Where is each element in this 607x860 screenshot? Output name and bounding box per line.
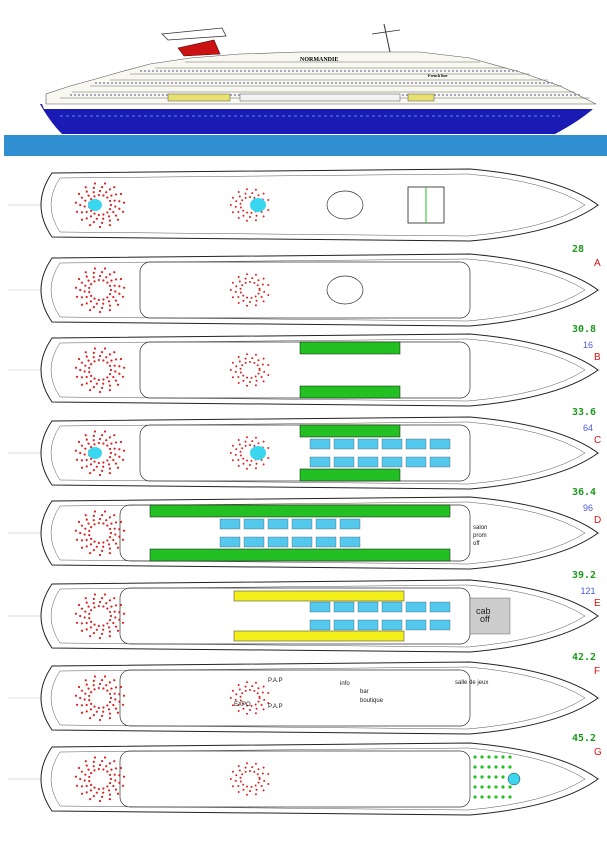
cabin-row-port xyxy=(299,341,401,355)
deck-superstructure xyxy=(119,669,471,727)
room-label: salon xyxy=(473,525,487,531)
deck-outline xyxy=(40,416,599,490)
deck-inner-outline xyxy=(50,747,586,811)
deck-inner-outline xyxy=(50,421,586,485)
pool xyxy=(88,447,102,459)
deck-height: 33.6 xyxy=(572,407,596,418)
room-label: bar xyxy=(360,689,369,695)
deck-cabin-count: 121 xyxy=(580,586,595,596)
room-label: P.A.P xyxy=(268,704,283,710)
deck-outline xyxy=(40,253,599,327)
aft-seating xyxy=(74,347,270,394)
hull-white-band xyxy=(42,104,598,109)
funnel xyxy=(177,39,221,57)
room-label: P.A.P xyxy=(268,678,283,684)
cabin-row-starboard xyxy=(233,630,405,642)
deck-letter: C xyxy=(594,435,601,446)
deck-height: 45.2 xyxy=(572,733,596,744)
deck-B: 30.8 16B xyxy=(8,324,601,407)
room-label: off xyxy=(473,541,480,547)
deck-inner-outline xyxy=(50,666,586,730)
room-label: salle de jeux xyxy=(455,680,488,686)
aft-seating xyxy=(74,267,270,314)
deck-F: P.A.P P.A.P EXPO salle de jeux info bar boutiq… xyxy=(8,652,600,735)
deck-outline xyxy=(40,579,599,653)
deck-height: 36.4 xyxy=(572,487,596,498)
deck-outline xyxy=(40,661,599,735)
deck-height: 28 xyxy=(572,244,584,255)
cabin-row-port xyxy=(233,590,405,602)
deck-G: 45.2G xyxy=(8,733,602,816)
deck-height: 42.2 xyxy=(572,652,596,663)
deck-D: salon prom off 36.4 96D xyxy=(8,487,601,570)
cabin-row-port xyxy=(299,424,401,438)
deck-letter: E xyxy=(594,598,601,609)
room-label: EXPO xyxy=(234,702,251,708)
pool xyxy=(507,772,521,786)
deck-A: 28A xyxy=(8,244,601,327)
deck-height: 39.2 xyxy=(572,570,596,581)
deck-outline xyxy=(40,333,599,407)
deck-inner-outline xyxy=(50,501,586,565)
deck-inner-outline xyxy=(50,338,586,402)
room-label: info xyxy=(340,681,350,687)
pool xyxy=(250,446,266,460)
deck-cabin-count: 16 xyxy=(583,340,593,350)
room-label: cab xyxy=(476,606,491,616)
flag-text: French line xyxy=(428,73,448,78)
room-label: boutique xyxy=(360,698,384,704)
cabin-row-port xyxy=(149,504,451,518)
deck-letter: B xyxy=(594,352,601,363)
deck-inner-outline xyxy=(50,258,586,322)
hull xyxy=(40,104,598,134)
aft-seating xyxy=(74,510,126,557)
room-label: off xyxy=(480,614,490,624)
pool xyxy=(250,198,266,212)
deck-plans: 28A30.816B33.664Csalonpromoff36.496Dcabo… xyxy=(8,168,602,816)
superstructure xyxy=(45,51,597,105)
aft-seating xyxy=(74,593,126,640)
deck-outline xyxy=(40,742,599,816)
aft-seating xyxy=(74,756,270,803)
blue-band xyxy=(4,135,607,156)
ship-elevation: NORMANDIE French line xyxy=(40,23,598,134)
deck-letter: A xyxy=(594,258,601,269)
deck-letter: G xyxy=(594,747,602,758)
deck-superstructure xyxy=(119,750,471,808)
cabin-row-starboard xyxy=(149,548,451,562)
deck-cabin-count: 64 xyxy=(583,423,593,433)
deck-top xyxy=(8,168,600,242)
deck-height: 30.8 xyxy=(572,324,596,335)
deck-inner-outline xyxy=(50,173,586,237)
deck-C: 33.6 64C xyxy=(8,407,601,490)
deck-cabin-count: 96 xyxy=(583,503,593,513)
cabin-row-starboard xyxy=(299,385,401,399)
deck-letter: F xyxy=(594,666,600,677)
pool xyxy=(88,199,102,211)
deck-superstructure xyxy=(139,261,471,319)
ship-name-text: NORMANDIE xyxy=(300,57,338,63)
deck-outline xyxy=(40,168,599,242)
room-label: prom xyxy=(473,533,487,539)
deck-inner-outline xyxy=(50,584,586,648)
cabin-row-starboard xyxy=(299,468,401,482)
deck-letter: D xyxy=(594,515,601,526)
aft-seating xyxy=(74,675,270,722)
